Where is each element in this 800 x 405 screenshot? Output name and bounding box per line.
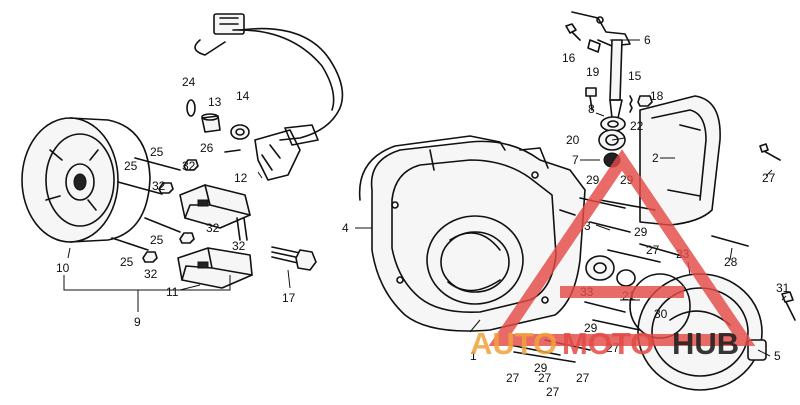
callout-6: 6: [644, 33, 651, 47]
callout-32c: 32: [206, 221, 220, 235]
collar-sleeve: [201, 113, 221, 133]
callout-25a: 25: [150, 145, 164, 159]
shift-bolt: [565, 23, 581, 41]
callout-27e: 27: [538, 371, 552, 385]
callout-31: 31: [776, 281, 790, 295]
stator-screws: [111, 157, 248, 263]
wire-grommet: [230, 124, 250, 140]
callout-19: 19: [586, 65, 600, 79]
callout-14: 14: [236, 89, 250, 103]
callout-2: 2: [652, 151, 659, 165]
callout-24: 24: [182, 75, 196, 89]
watermark-text-auto: AUTO: [470, 326, 557, 361]
o-ring: [186, 99, 196, 117]
callout-28: 28: [724, 255, 738, 269]
callout-29d: 29: [584, 321, 598, 335]
callout-29c: 29: [634, 225, 648, 239]
callout-13: 13: [208, 95, 222, 109]
callout-10: 10: [56, 261, 70, 275]
callout-25d: 25: [120, 255, 134, 269]
callout-15: 15: [628, 69, 642, 83]
pulser-bracket: [254, 129, 301, 181]
watermark-text-moto: MOTO: [562, 326, 654, 361]
callout-27b: 27: [646, 243, 660, 257]
callout-32d: 32: [232, 239, 246, 253]
callout-18: 18: [650, 89, 664, 103]
callout-25c: 25: [150, 233, 164, 247]
callout-30: 30: [654, 307, 668, 321]
callout-32a: 32: [182, 159, 196, 173]
callout-27f: 27: [546, 385, 560, 399]
flywheel-rotor: [21, 117, 151, 243]
callout-8: 8: [588, 102, 595, 116]
drive-gear: [585, 255, 615, 281]
watermark-logo: AUTO MOTO HUB: [470, 149, 756, 361]
callout-20: 20: [566, 133, 580, 147]
oil-seal: [600, 116, 626, 132]
small-bolt: [585, 87, 597, 111]
callout-26: 26: [200, 141, 214, 155]
callout-29e: 29: [534, 361, 548, 375]
callout-11: 11: [166, 285, 179, 299]
callout-16: 16: [562, 51, 576, 65]
dowel-pin: [224, 149, 241, 153]
callout-32b: 32: [152, 179, 166, 193]
flange-bolt: [271, 246, 317, 271]
crankcase-cover-left: [370, 140, 586, 332]
shift-arm: [571, 11, 631, 119]
spindle-nut: [637, 95, 653, 107]
leader-lines: [63, 39, 787, 357]
cover-gasket: [358, 135, 506, 201]
wire-harness: [194, 13, 344, 146]
callout-3: 3: [584, 219, 591, 233]
callout-25b: 25: [124, 159, 138, 173]
callout-12: 12: [234, 171, 248, 185]
watermark-text-hub: HUB: [672, 326, 739, 361]
watermark-triangle-icon: [488, 149, 756, 346]
ignition-coil-lower: [177, 247, 253, 289]
callout-5: 5: [774, 349, 781, 363]
callout-32e: 32: [144, 267, 158, 281]
washer: [616, 269, 636, 287]
callout-9: 9: [134, 315, 141, 329]
ignition-coil-upper: [179, 184, 251, 229]
callout-27d: 27: [506, 371, 520, 385]
callout-29a: 29: [586, 173, 600, 187]
spring-pin: [587, 39, 601, 53]
callout-27a: 27: [762, 171, 776, 185]
callout-17: 17: [282, 291, 296, 305]
return-spring: [629, 95, 633, 113]
callout-27g: 27: [576, 371, 590, 385]
right-side-cover: [639, 95, 721, 226]
callout-1: 1: [470, 349, 477, 363]
callout-7: 7: [572, 153, 579, 167]
callout-4: 4: [342, 221, 349, 235]
callout-22: 22: [630, 119, 644, 133]
